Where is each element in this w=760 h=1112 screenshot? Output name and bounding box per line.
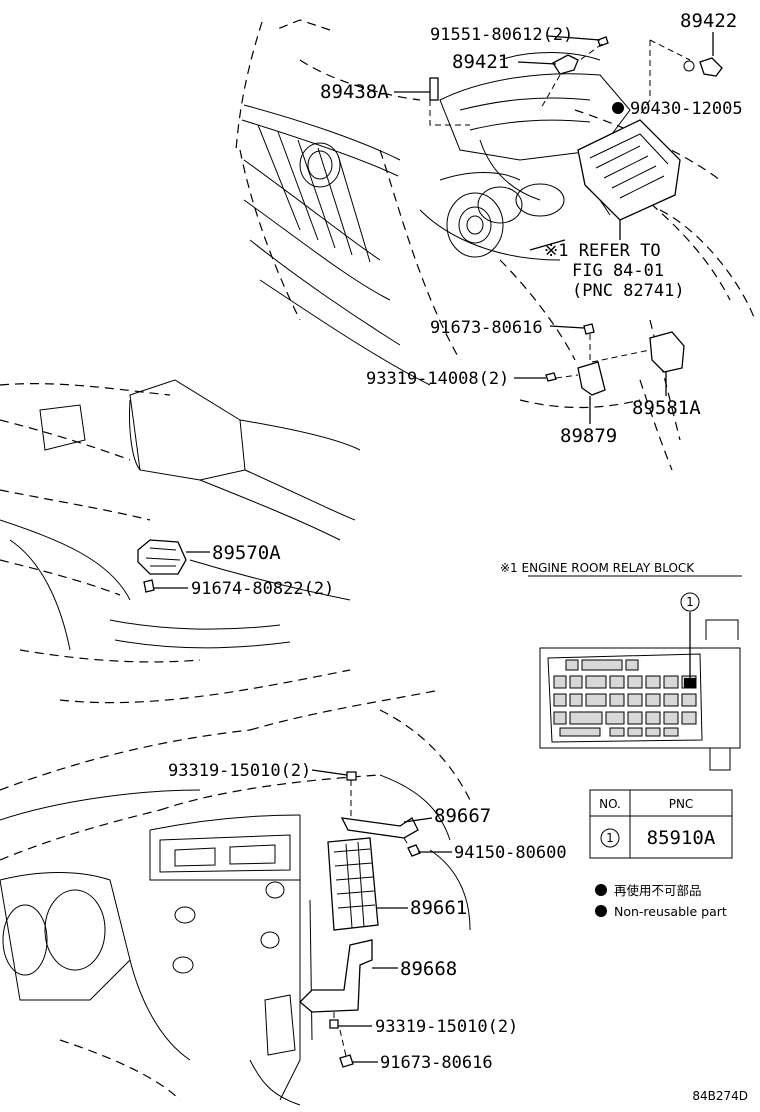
part-89667 [340, 817, 419, 839]
callout-89668: 89668 [400, 958, 457, 980]
fuse-grid [553, 659, 697, 737]
callout-91673-80616-bottom: 91673-80616 [380, 1053, 493, 1073]
callout-93319-14008: 93319-14008(2) [366, 369, 509, 389]
callout-93319-15010-bottom: 93319-15010(2) [375, 1017, 518, 1037]
callout-labels: 91551-80612(2) 89422 89421 89438A 90430-… [168, 10, 743, 1073]
pnc-table-header-pnc: PNC [669, 797, 694, 811]
relay-marker-number: 1 [686, 595, 694, 609]
callout-refer-line1: ※1 REFER TO [544, 241, 661, 261]
legend-en: Non-reusable part [614, 904, 727, 919]
callout-94150-80600: 94150-80600 [454, 843, 567, 863]
pnc-table-row-no: 1 [606, 831, 614, 845]
callout-89570A: 89570A [212, 542, 281, 564]
callout-refer-line3: (PNC 82741) [572, 281, 685, 301]
callout-91551-80612: 91551-80612(2) [430, 25, 573, 45]
part-89422 [699, 57, 723, 77]
fender-illustration [0, 379, 361, 704]
callout-90430-12005: 90430-12005 [630, 99, 743, 119]
part-89668 [299, 939, 373, 1013]
pnc-table: NO. PNC 1 85910A [589, 789, 733, 859]
callout-91673-80616-top: 91673-80616 [430, 318, 543, 338]
part-89438A [429, 77, 439, 101]
callout-89879: 89879 [560, 425, 617, 447]
callout-89438A: 89438A [320, 81, 389, 103]
callout-89667: 89667 [434, 805, 491, 827]
part-89421 [552, 54, 579, 75]
callout-89422: 89422 [680, 10, 737, 32]
dashboard-illustration [0, 689, 471, 1106]
part-89879 [577, 361, 606, 396]
relay-85910A [684, 678, 696, 688]
relay-block-inset: ※1 ENGINE ROOM RELAY BLOCK [500, 561, 742, 771]
callout-89581A: 89581A [632, 397, 701, 419]
part-89581A [649, 331, 685, 373]
legend: 再使用不可部品 Non-reusable part [595, 883, 727, 919]
diagram-code: 84B274D [692, 1089, 748, 1103]
legend-jp: 再使用不可部品 [614, 883, 702, 898]
part-89661 [327, 837, 379, 931]
pnc-table-row-pnc: 85910A [647, 827, 716, 849]
pnc-table-header-no: NO. [599, 797, 621, 811]
callout-93319-15010-top: 93319-15010(2) [168, 761, 311, 781]
part-gasket [683, 60, 695, 72]
relay-marker-circle [680, 592, 700, 612]
callout-91674-80822: 91674-80822(2) [191, 579, 334, 599]
callout-refer-line2: FIG 84-01 [572, 261, 664, 281]
callout-89421: 89421 [452, 51, 509, 73]
legend-dot-jp [595, 884, 607, 896]
engine-room-illustration [235, 19, 756, 471]
relay-block-title: ※1 ENGINE ROOM RELAY BLOCK [500, 561, 695, 575]
legend-dot-en [595, 905, 607, 917]
callout-89661: 89661 [410, 897, 467, 919]
part-89570A [137, 539, 187, 575]
